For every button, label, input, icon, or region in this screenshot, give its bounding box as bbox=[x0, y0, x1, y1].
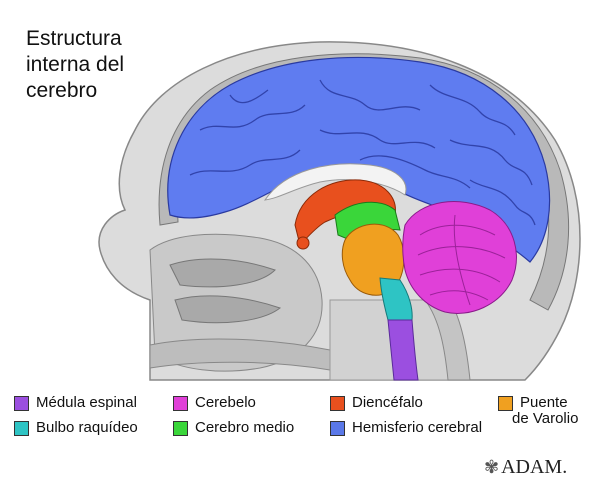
hypophysis bbox=[296, 236, 310, 250]
cerebelo bbox=[402, 201, 517, 314]
adam-star-icon: ✾ bbox=[484, 457, 500, 477]
nasal-turbinate-lower bbox=[174, 295, 282, 324]
diagram-title: Estructura interna del cerebro bbox=[26, 26, 124, 104]
gyri-lines bbox=[189, 79, 536, 226]
medula-espinal bbox=[387, 319, 419, 381]
adam-logo: ✾ ADAM. bbox=[484, 456, 567, 479]
cerebellum-folia bbox=[417, 214, 506, 306]
title-line-3: cerebro bbox=[26, 79, 98, 102]
title-line-2: interna del bbox=[26, 53, 125, 76]
nasal-turbinate bbox=[169, 258, 276, 288]
vertebrae bbox=[424, 299, 471, 381]
adam-logo-text: ADAM. bbox=[501, 456, 568, 478]
title-line-1: Estructura bbox=[26, 27, 122, 50]
corpus-callosum bbox=[263, 163, 407, 201]
